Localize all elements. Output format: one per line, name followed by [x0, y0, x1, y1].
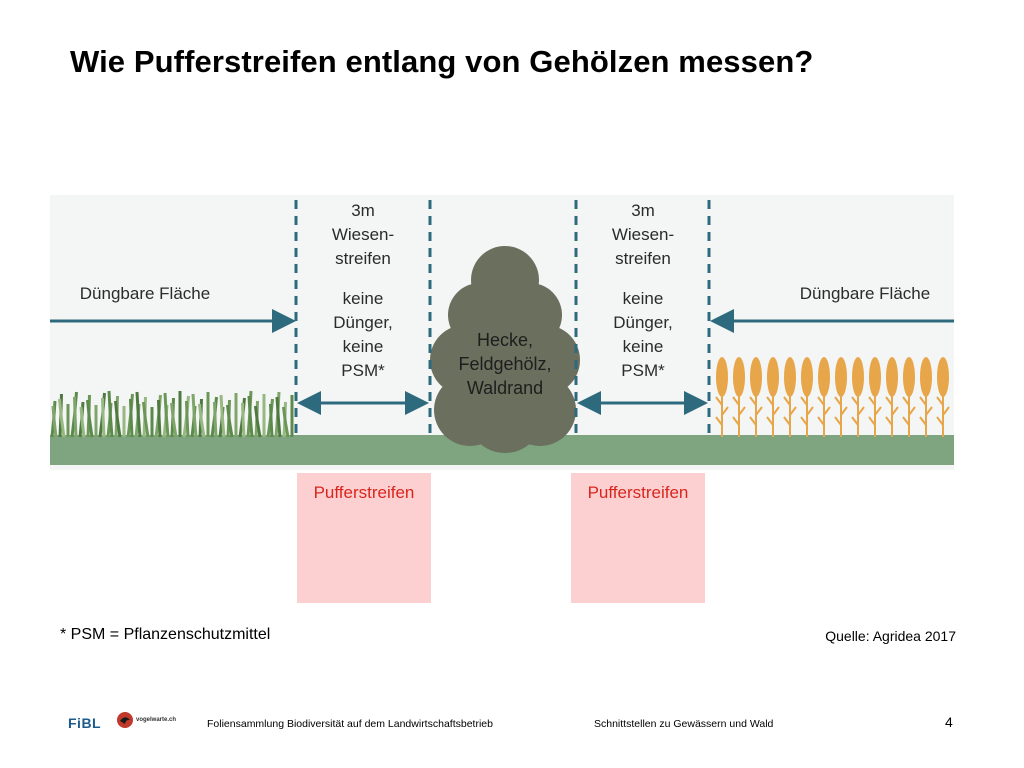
- rule-line4: PSM*: [341, 361, 385, 380]
- right-buffer-box: Pufferstreifen: [571, 473, 705, 603]
- rule-line2: Dünger,: [333, 313, 393, 332]
- hedge-label: Hecke, Feldgehölz, Waldrand: [435, 328, 575, 400]
- page-number: 4: [945, 714, 953, 730]
- hedge-label-line1: Hecke,: [476, 330, 534, 350]
- fibl-logo: FiBL: [68, 715, 102, 731]
- strip-boundaries: [294, 200, 711, 440]
- footer-series-title: Foliensammlung Biodiversität auf dem Lan…: [207, 718, 493, 730]
- source-credit: Quelle: Agridea 2017: [825, 628, 956, 644]
- rule-line1: keine: [342, 289, 384, 308]
- footer-section-title: Schnittstellen zu Gewässern und Wald: [594, 718, 774, 730]
- strip-width-label: 3m: [351, 201, 375, 220]
- strip-name-line2: streifen: [335, 249, 391, 268]
- slide-title: Wie Pufferstreifen entlang von Gehölzen …: [70, 44, 814, 79]
- rule-line1: keine: [622, 289, 664, 308]
- diagram-graphic: [50, 195, 954, 470]
- hedge-label-line3: Waldrand: [466, 378, 544, 398]
- rule-line3: keine: [622, 337, 664, 356]
- strip-name-line2: streifen: [615, 249, 671, 268]
- strip-name-line1: Wiesen-: [331, 225, 395, 244]
- right-buffer-label: Pufferstreifen: [587, 483, 689, 502]
- footnote: * PSM = Pflanzenschutzmittel: [60, 626, 271, 643]
- left-buffer-label: Pufferstreifen: [313, 483, 415, 502]
- vogelwarte-logo-text: vogelwarte.ch: [136, 717, 177, 723]
- hedge-label-line2: Feldgehölz,: [458, 354, 552, 374]
- left-buffer-box: Pufferstreifen: [297, 473, 431, 603]
- buffer-strip-diagram: Düngbare Fläche Düngbare Fläche 3m Wiese…: [50, 195, 954, 470]
- grain-field: [715, 357, 950, 437]
- right-area-label: Düngbare Fläche: [799, 284, 931, 303]
- strip-width-label: 3m: [631, 201, 655, 220]
- left-strip-text: 3m Wiesen- streifen keine Dünger, keine …: [298, 199, 428, 383]
- strip-name-line1: Wiesen-: [611, 225, 675, 244]
- rule-line3: keine: [342, 337, 384, 356]
- rule-line2: Dünger,: [613, 313, 673, 332]
- grass-meadow: [50, 390, 294, 438]
- vogelwarte-logo: vogelwarte.ch: [116, 711, 176, 731]
- right-strip-text: 3m Wiesen- streifen keine Dünger, keine …: [578, 199, 708, 383]
- rule-line4: PSM*: [621, 361, 665, 380]
- bird-icon: [117, 712, 133, 728]
- hedge-shape: [430, 246, 580, 453]
- left-area-label: Düngbare Fläche: [79, 284, 211, 303]
